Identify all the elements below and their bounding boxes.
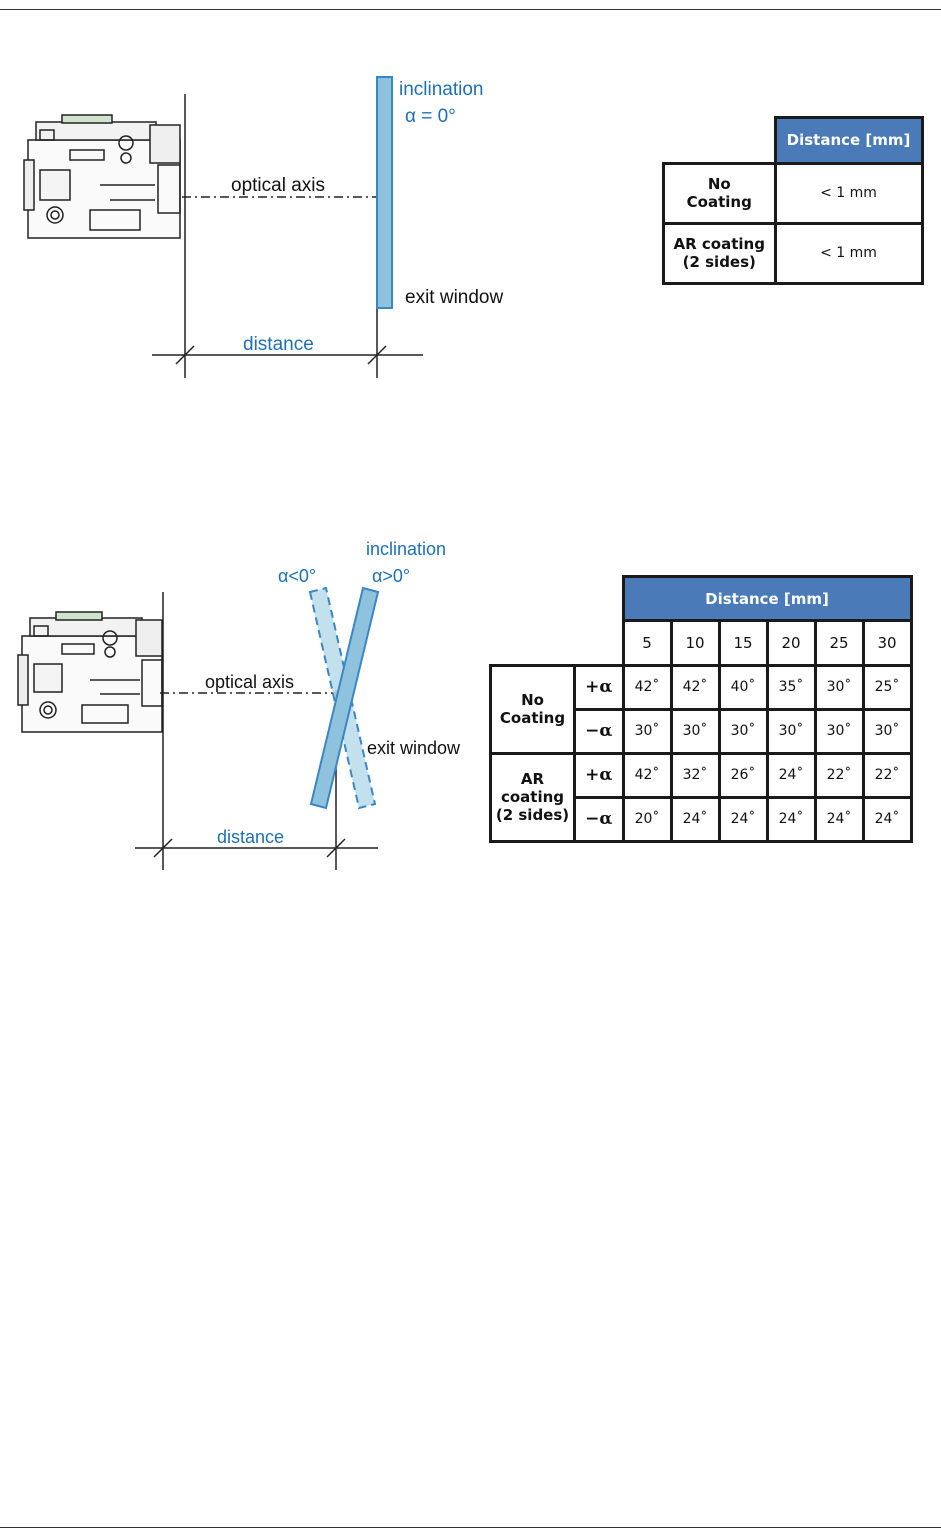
table1-header: Distance [mm]	[773, 116, 924, 165]
bottom-rule	[0, 1527, 941, 1528]
angle-cell: 35˚	[765, 663, 817, 711]
angle-cell: 40˚	[717, 663, 769, 711]
angle-cell: 24˚	[669, 795, 721, 843]
angle-cell: 30˚	[621, 707, 673, 755]
angle-cell: 30˚	[813, 663, 865, 711]
fig2-alpha-negative-label: α<0°	[278, 566, 316, 586]
figure-2-diagram: inclination α<0° α>0° optical axis exit …	[17, 539, 461, 870]
exit-window-shape	[376, 76, 393, 309]
table1-value: < 1 mm	[773, 221, 924, 285]
angle-cell: 22˚	[861, 751, 913, 799]
row-label-line: No	[707, 175, 731, 193]
angle-cell: 25˚	[861, 663, 913, 711]
distance-col-header: 10	[669, 619, 721, 667]
table-row: AR coating (2 sides) < 1 mm	[662, 221, 924, 285]
group-label-line: No	[521, 691, 544, 709]
fig1-alpha-label: α = 0°	[405, 106, 456, 127]
angle-cell: 24˚	[765, 751, 817, 799]
fig2-exit-window-label: exit window	[367, 738, 461, 758]
table2-header: Distance [mm]	[621, 575, 913, 622]
table-1: Distance [mm] No Coating < 1 mm AR coati…	[662, 116, 924, 285]
group-label-line: AR	[520, 770, 545, 788]
camera-module-icon	[17, 611, 163, 733]
distance-col-header: 15	[717, 619, 769, 667]
row-label-line: AR coating	[673, 235, 765, 253]
table-row: No Coating +α 42˚ 42˚ 40˚ 35˚ 30˚ 25˚	[489, 663, 913, 755]
table-row: −α 20˚ 24˚ 24˚ 24˚ 24˚ 24˚	[491, 795, 913, 843]
sign-cell: −α	[573, 795, 625, 843]
table1-row-label: No Coating	[662, 161, 777, 225]
angle-cell: 30˚	[717, 707, 769, 755]
angle-cell: 24˚	[717, 795, 769, 843]
distance-col-header: 30	[861, 619, 913, 667]
distance-col-header: 25	[813, 619, 865, 667]
sign-cell: +α	[573, 663, 625, 711]
table-row: No Coating < 1 mm	[662, 161, 924, 225]
distance-col-header: 5	[621, 619, 673, 667]
table-row: AR coating (2 sides) +α 42˚ 32˚ 26˚ 24˚ …	[489, 751, 913, 843]
fig2-alpha-positive-label: α>0°	[372, 566, 410, 586]
fig2-inclination-label: inclination	[366, 539, 446, 559]
angle-cell: 32˚	[669, 751, 721, 799]
table1-value: < 1 mm	[773, 161, 924, 225]
figure-1-diagram: inclination α = 0° optical axis exit win…	[23, 76, 503, 378]
camera-module-icon	[23, 114, 181, 239]
group-label-line: coating	[500, 788, 565, 806]
fig2-distance-label: distance	[217, 827, 284, 847]
angle-cell: 24˚	[765, 795, 817, 843]
angle-cell: 24˚	[813, 795, 865, 843]
group-label-line: Coating	[499, 709, 566, 727]
angle-cell: 42˚	[621, 663, 673, 711]
table-2: Distance [mm] 5 10 15 20 25 30 No Coatin…	[489, 575, 913, 843]
exit-window-positive-shape	[309, 586, 380, 810]
table-row: −α 30˚ 30˚ 30˚ 30˚ 30˚ 30˚	[491, 707, 913, 755]
fig1-distance-label: distance	[243, 334, 314, 355]
fig1-inclination-label: inclination	[399, 79, 484, 100]
fig1-optical-axis-label: optical axis	[231, 175, 325, 196]
angle-cell: 20˚	[621, 795, 673, 843]
angle-cell: 42˚	[621, 751, 673, 799]
angle-cell: 42˚	[669, 663, 721, 711]
table2-group-label: No Coating	[489, 663, 576, 755]
angle-cell: 30˚	[813, 707, 865, 755]
angle-cell: 22˚	[813, 751, 865, 799]
fig1-exit-window-label: exit window	[405, 287, 503, 308]
table2-group-label: AR coating (2 sides)	[489, 751, 576, 843]
row-label-line: Coating	[686, 193, 752, 211]
angle-cell: 30˚	[669, 707, 721, 755]
top-rule	[0, 9, 941, 10]
distance-col-header: 20	[765, 619, 817, 667]
angle-cell: 30˚	[765, 707, 817, 755]
angle-cell: 26˚	[717, 751, 769, 799]
angle-cell: 30˚	[861, 707, 913, 755]
sign-cell: +α	[573, 751, 625, 799]
sign-cell: −α	[573, 707, 625, 755]
row-label-line: (2 sides)	[682, 253, 756, 271]
fig2-optical-axis-label: optical axis	[205, 672, 294, 692]
angle-cell: 24˚	[861, 795, 913, 843]
group-label-line: (2 sides)	[495, 806, 570, 824]
table1-row-label: AR coating (2 sides)	[662, 221, 777, 285]
